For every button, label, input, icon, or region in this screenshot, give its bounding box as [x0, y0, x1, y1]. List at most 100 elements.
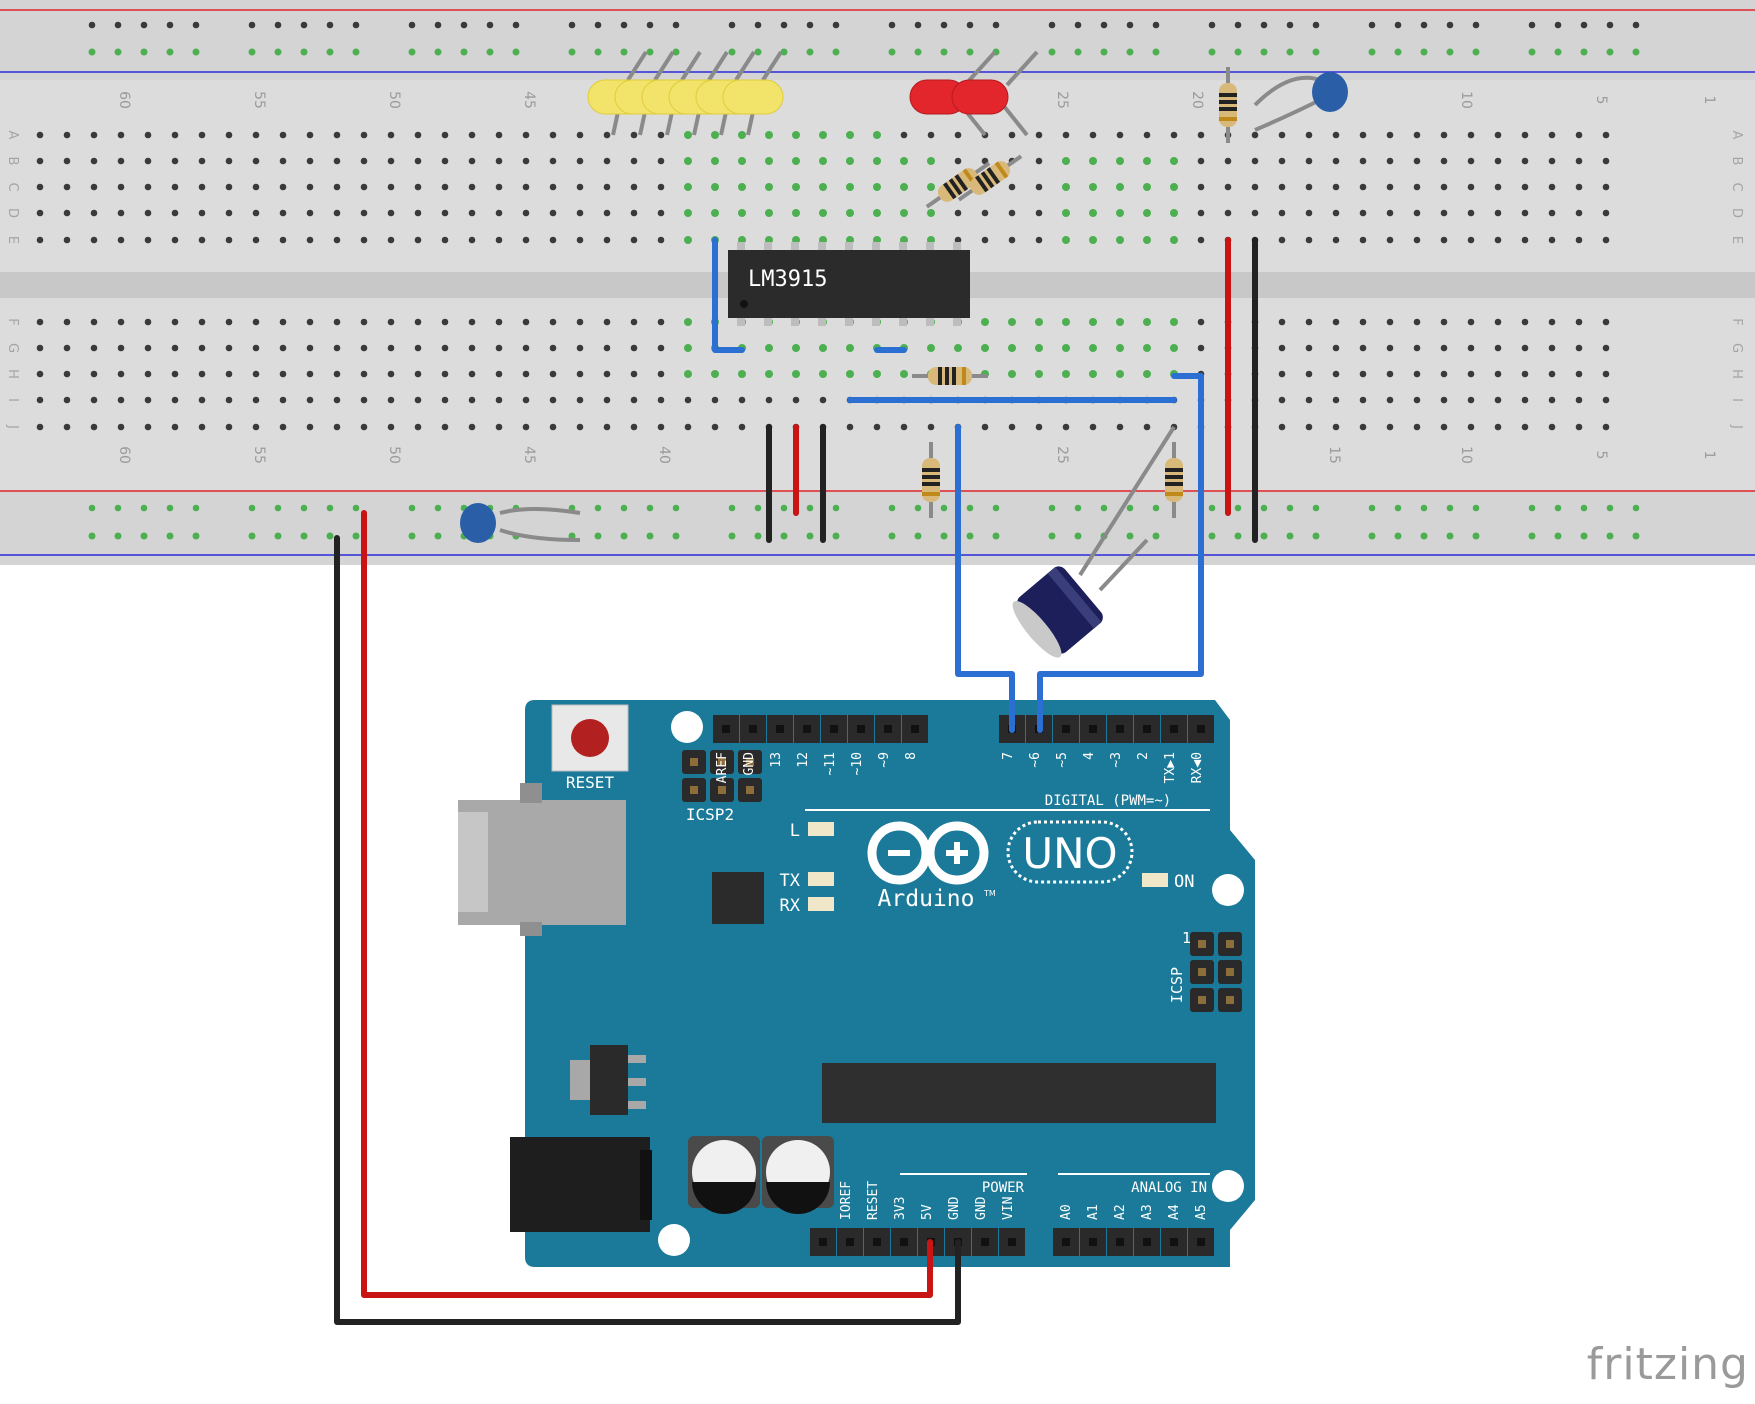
rail-hole: [88, 21, 96, 29]
hole: [1359, 157, 1367, 165]
hole: [954, 236, 962, 244]
rail-hole: [1420, 21, 1428, 29]
hole: [1413, 209, 1421, 217]
hole: [63, 396, 71, 404]
hole: [1467, 344, 1475, 352]
hole: [468, 183, 476, 191]
hole: [900, 157, 908, 165]
rail-hole: [1632, 532, 1640, 540]
hole: [684, 209, 692, 217]
rail-hole: [1234, 21, 1242, 29]
hole: [1494, 131, 1502, 139]
hole: [900, 209, 908, 217]
ic-pin: [791, 242, 799, 250]
hole: [1143, 209, 1151, 217]
usb-connector-edge: [458, 812, 488, 912]
rail-hole: [914, 532, 922, 540]
red-led: [951, 79, 1009, 115]
rail-hole: [672, 532, 680, 540]
ic-label: LM3915: [748, 267, 827, 292]
hole: [630, 157, 638, 165]
resistor-band: [954, 174, 969, 192]
header-hole: [776, 725, 784, 733]
hole: [738, 157, 746, 165]
hole: [306, 318, 314, 326]
column-number: 60: [116, 91, 132, 109]
rail-hole: [486, 48, 494, 56]
resistor-band: [1219, 100, 1237, 104]
rail-hole: [646, 21, 654, 29]
hole: [1089, 157, 1097, 165]
rail-hole: [1554, 532, 1562, 540]
hole: [1548, 423, 1556, 431]
hole: [1494, 423, 1502, 431]
hole: [333, 423, 341, 431]
hole: [225, 423, 233, 431]
hole: [549, 370, 557, 378]
hole: [333, 183, 341, 191]
hole: [90, 318, 98, 326]
hole: [522, 183, 530, 191]
hole: [576, 396, 584, 404]
hole: [360, 344, 368, 352]
rail-hole: [888, 504, 896, 512]
hole: [1008, 423, 1016, 431]
rail-hole: [512, 21, 520, 29]
hole: [1359, 396, 1367, 404]
ic-pin: [818, 242, 826, 250]
hole: [1278, 209, 1286, 217]
hole: [1467, 209, 1475, 217]
hole: [1116, 157, 1124, 165]
hole: [279, 236, 287, 244]
hole: [495, 209, 503, 217]
uno-badge-outline: [1006, 820, 1134, 884]
top-power-rail: [0, 0, 1755, 80]
hole: [36, 183, 44, 191]
hole: [306, 396, 314, 404]
hole: [549, 131, 557, 139]
hole: [36, 344, 44, 352]
hole: [792, 131, 800, 139]
hole: [1359, 370, 1367, 378]
hole: [603, 423, 611, 431]
hole: [522, 370, 530, 378]
yellow-led: [722, 79, 784, 115]
rail-hole: [620, 532, 628, 540]
hole: [1440, 157, 1448, 165]
hole: [1278, 157, 1286, 165]
rail-hole: [114, 532, 122, 540]
resistor-band: [962, 367, 966, 385]
capacitor-band: [766, 1182, 830, 1214]
regulator-pin: [628, 1055, 646, 1063]
hole: [1305, 131, 1313, 139]
hole: [576, 423, 584, 431]
hole: [1251, 157, 1259, 165]
rail-hole: [1208, 504, 1216, 512]
hole: [873, 209, 881, 217]
hole: [873, 183, 881, 191]
hole: [63, 209, 71, 217]
hole: [1143, 131, 1151, 139]
hole: [171, 344, 179, 352]
hole: [1332, 183, 1340, 191]
hole: [306, 209, 314, 217]
row-letter: F: [5, 318, 20, 325]
hole: [225, 157, 233, 165]
hole: [1359, 209, 1367, 217]
header-pin-label: ~11: [823, 752, 838, 775]
header-hole: [1116, 1238, 1124, 1246]
hole: [468, 396, 476, 404]
hole: [171, 423, 179, 431]
rail-hole: [1126, 48, 1134, 56]
hole: [1440, 236, 1448, 244]
hole: [576, 344, 584, 352]
hole: [630, 209, 638, 217]
icsp2-pin: [690, 758, 698, 766]
header-hole: [900, 1238, 908, 1246]
hole: [306, 131, 314, 139]
header-pin-label: AREF: [715, 752, 730, 783]
rail-hole: [966, 48, 974, 56]
wire-gnd: [334, 535, 961, 1325]
row-letter: C: [1729, 182, 1744, 191]
